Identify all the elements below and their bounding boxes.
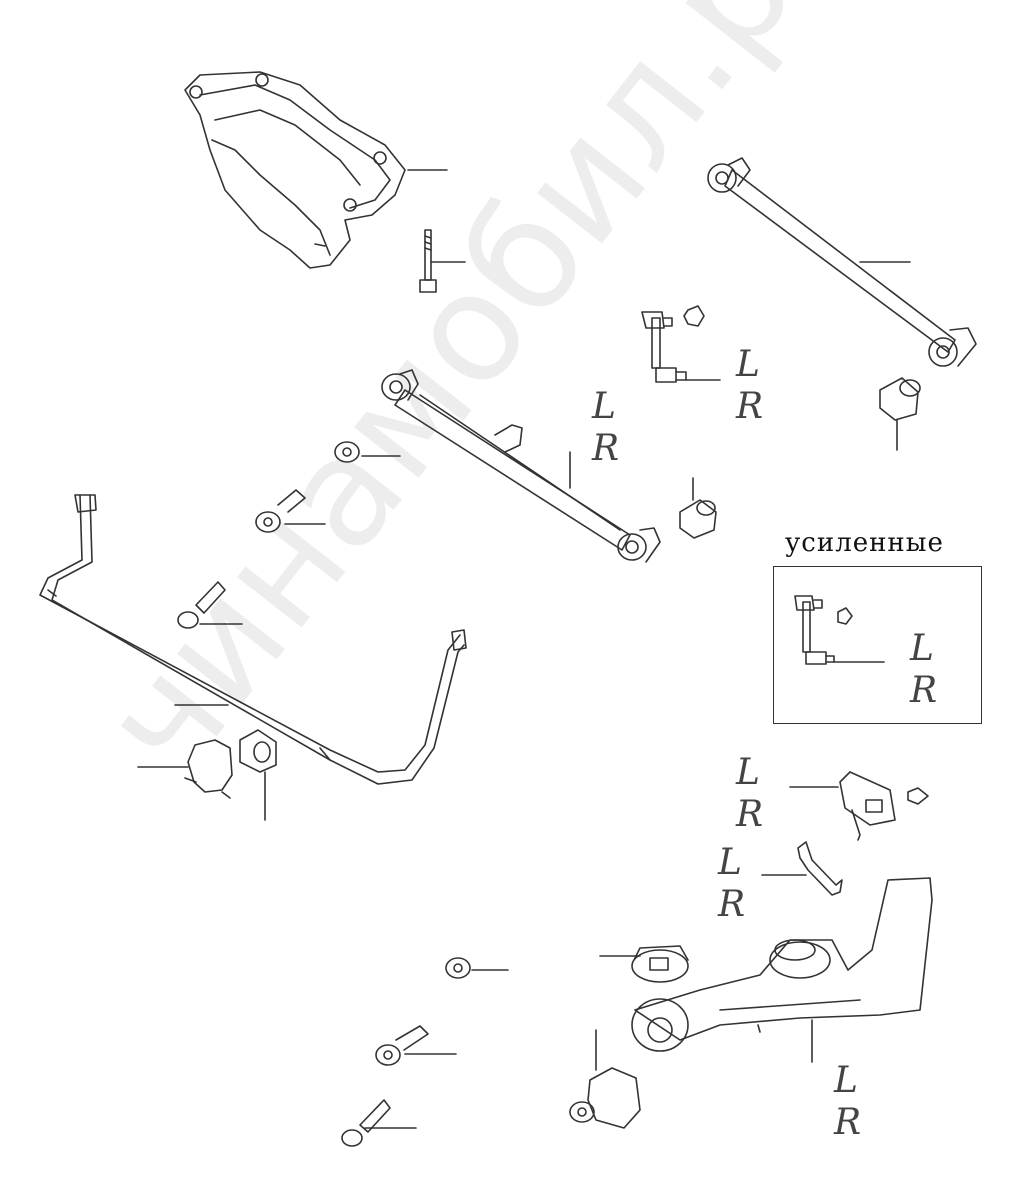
bushing-middle: [679, 499, 717, 539]
label-left: L: [910, 628, 934, 669]
side-label-reinforced-link: L R: [910, 628, 937, 712]
reinforced-box: [773, 566, 982, 724]
mount-bracket: [839, 771, 929, 841]
bushing-bottom: [569, 1067, 641, 1129]
label-left: L: [736, 344, 760, 385]
bolt-long: [419, 229, 437, 293]
label-right: R: [736, 386, 764, 427]
label-right: R: [910, 670, 938, 711]
label-right: R: [834, 1102, 862, 1143]
label-left: L: [736, 752, 760, 793]
side-label-small-bracket: L R: [718, 842, 745, 926]
subframe-bracket: [184, 71, 406, 269]
flange-bolt-middle: [177, 581, 226, 629]
stabilizer-bar: [39, 494, 467, 785]
flange-bolt-bottom: [341, 1099, 391, 1147]
side-label-trailing-arm: L R: [592, 386, 619, 470]
reinforced-title: усиленные: [785, 528, 944, 558]
label-right: R: [592, 428, 620, 469]
eccentric-bolt-bottom: [375, 1025, 429, 1066]
upper-link: [707, 157, 977, 367]
eccentric-bolt-middle: [255, 489, 306, 533]
washer-middle: [334, 441, 360, 463]
label-right: R: [718, 884, 746, 925]
side-label-lower-arm: L R: [834, 1060, 861, 1144]
trailing-arm: [381, 369, 661, 563]
reinforced-link: [794, 595, 853, 665]
label-left: L: [834, 1060, 858, 1101]
side-label-mount-bracket: L R: [736, 752, 763, 836]
label-left: L: [592, 386, 616, 427]
bar-clamp: [184, 739, 233, 799]
side-label-stabilizer-link: L R: [736, 344, 763, 428]
washer-bottom: [445, 957, 471, 979]
bushing-right: [879, 377, 921, 421]
cap-nut: [631, 945, 689, 983]
label-left: L: [718, 842, 742, 883]
lower-arm: [631, 877, 933, 1052]
small-bracket: [797, 841, 843, 896]
stabilizer-link: [641, 305, 705, 383]
bar-bushing: [239, 729, 277, 773]
label-right: R: [736, 794, 764, 835]
